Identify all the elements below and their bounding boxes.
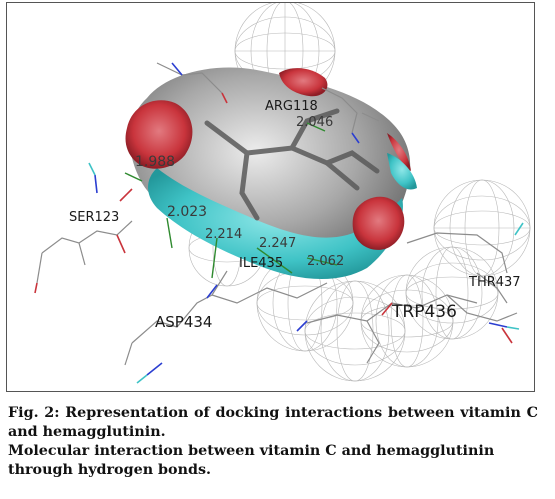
caption-subtitle: Molecular interaction between vitamin C …	[8, 443, 495, 478]
label-asp434: ASP434	[155, 313, 212, 331]
surface-cyan	[148, 168, 403, 280]
surface-cyan-top-right	[387, 153, 417, 190]
surface-red-top	[279, 68, 328, 97]
label-ser123: SER123	[69, 210, 119, 225]
molecular-rendering: ARG118 SER123 ILE435 ASP434 TRP436 THR43…	[34, 3, 531, 384]
label-arg118: ARG118	[265, 99, 318, 114]
surface-red-left	[125, 100, 193, 169]
label-ile435: ILE435	[239, 256, 283, 271]
distance-label: 2.214	[205, 227, 242, 242]
figure-caption: Fig. 2: Representation of docking intera…	[8, 404, 538, 480]
label-thr437: THR437	[468, 275, 521, 290]
hydrogen-bonds	[124, 122, 338, 279]
mesh-sphere-bottom-center	[304, 280, 406, 382]
distance-label: 2.046	[296, 115, 333, 130]
distance-label: 2.062	[307, 254, 344, 269]
ligand-surface	[125, 67, 417, 280]
label-trp436: TRP436	[391, 302, 457, 322]
surface-red-right	[352, 196, 405, 250]
atom-stubs	[34, 62, 524, 384]
docking-figure: ARG118 SER123 ILE435 ASP434 TRP436 THR43…	[6, 2, 535, 392]
distance-label: 2.247	[259, 236, 296, 251]
distance-label: 2.023	[167, 204, 207, 220]
caption-title: Fig. 2: Representation of docking intera…	[8, 405, 538, 440]
mesh-sphere-right	[433, 179, 531, 277]
ligand-sticks	[204, 108, 380, 221]
surface-red-rim	[387, 133, 411, 171]
mesh-sphere-bottom-right	[360, 274, 454, 368]
distance-label: 1.988	[135, 154, 175, 170]
mesh-sphere-right-low	[405, 246, 499, 340]
